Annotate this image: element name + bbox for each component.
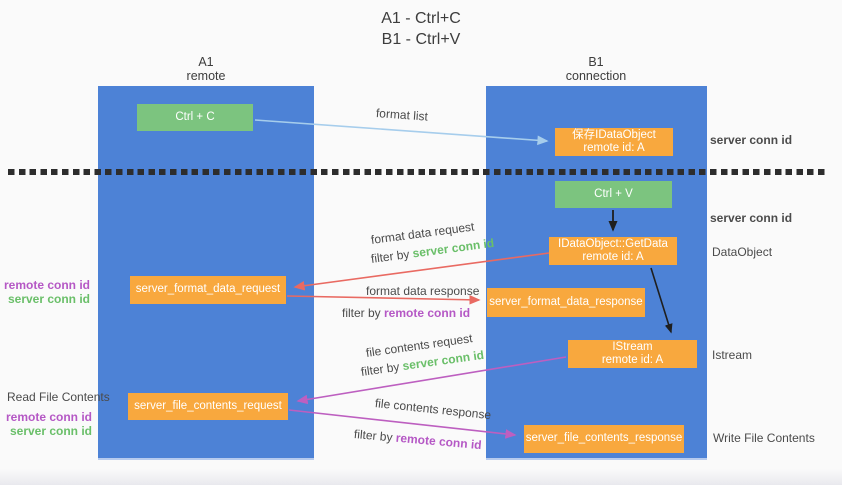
bottom-edge-gradient (0, 469, 842, 485)
title-line-1: A1 - Ctrl+C (381, 10, 461, 27)
label-remote-conn-id-text: remote conn id (384, 306, 471, 320)
lane-b-subtitle: connection (565, 69, 627, 83)
label-format-data-response: format data response (366, 284, 480, 298)
left-conn-ids-bottom: remote conn id server conn id (0, 410, 92, 438)
label-server-conn-id-left-bottom: server conn id (9, 424, 92, 438)
node-server-file-contents-request-label: server_file_contents_request (134, 399, 282, 412)
node-istream-line2: remote id: A (601, 354, 664, 366)
page-title: A1 - Ctrl+C B1 - Ctrl+V (0, 8, 842, 50)
label-file-contents-response: file contents response (374, 396, 492, 423)
node-save-idataobject-line1: 保存IDataObject (572, 128, 656, 141)
title-line-2: B1 - Ctrl+V (381, 31, 461, 48)
label-remote-conn-id-left-bottom: remote conn id (5, 410, 92, 424)
left-conn-ids-top: remote conn id server conn id (0, 278, 90, 306)
label-filter-by-remote-conn-id-2: filter by remote conn id (353, 427, 482, 452)
label-dataobject: DataObject (712, 245, 773, 259)
node-server-format-data-request-label: server_format_data_request (135, 283, 281, 296)
label-read-file-contents: Read File Contents (7, 390, 110, 404)
node-ctrl-v: Ctrl + V (555, 181, 672, 208)
node-istream: IStream remote id: A (568, 340, 697, 368)
node-idataobject-getdata-line1: IDataObject::GetData (558, 237, 668, 250)
label-filter-by-text: filter by (342, 306, 385, 320)
lane-a-subtitle: remote (186, 69, 226, 83)
node-server-format-data-request: server_format_data_request (130, 276, 286, 304)
node-server-file-contents-response: server_file_contents_response (524, 425, 684, 453)
label-filter-by-text: filter by (353, 427, 397, 445)
label-server-conn-id-right-mid: server conn id (710, 211, 793, 225)
node-ctrl-c-label: Ctrl + C (175, 110, 215, 123)
node-save-idataobject-line2: remote id: A (583, 142, 645, 154)
node-server-file-contents-response-label: server_file_contents_response (525, 432, 683, 445)
node-idataobject-getdata-line2: remote id: A (582, 251, 644, 263)
label-istream: Istream (712, 348, 753, 362)
label-remote-conn-id-text: remote conn id (395, 430, 483, 453)
node-ctrl-c: Ctrl + C (137, 104, 253, 131)
lane-a-header: A1 remote (146, 55, 266, 83)
label-filter-by-text: filter by (360, 359, 404, 379)
label-write-file-contents: Write File Contents (713, 431, 815, 445)
node-ctrl-v-label: Ctrl + V (594, 187, 633, 200)
lane-a-title: A1 (198, 55, 214, 69)
node-save-idataobject: 保存IDataObject remote id: A (555, 128, 673, 156)
node-server-file-contents-request: server_file_contents_request (128, 393, 288, 420)
lane-b-title: B1 (588, 55, 604, 69)
node-server-format-data-response: server_format_data_response (487, 288, 645, 317)
dotted-separator-line (8, 169, 826, 175)
node-idataobject-getdata: IDataObject::GetData remote id: A (549, 237, 677, 265)
label-server-conn-id-left-top: server conn id (7, 292, 90, 306)
label-remote-conn-id-left-top: remote conn id (3, 278, 90, 292)
lane-b-header: B1 connection (536, 55, 656, 83)
label-filter-by-text: filter by (370, 246, 414, 266)
label-format-list: format list (375, 106, 429, 124)
node-server-format-data-response-label: server_format_data_response (489, 295, 643, 308)
node-istream-line1: IStream (612, 340, 653, 353)
label-server-conn-id-right-top: server conn id (710, 133, 793, 147)
label-filter-by-remote-conn-id-1: filter by remote conn id (342, 306, 470, 320)
